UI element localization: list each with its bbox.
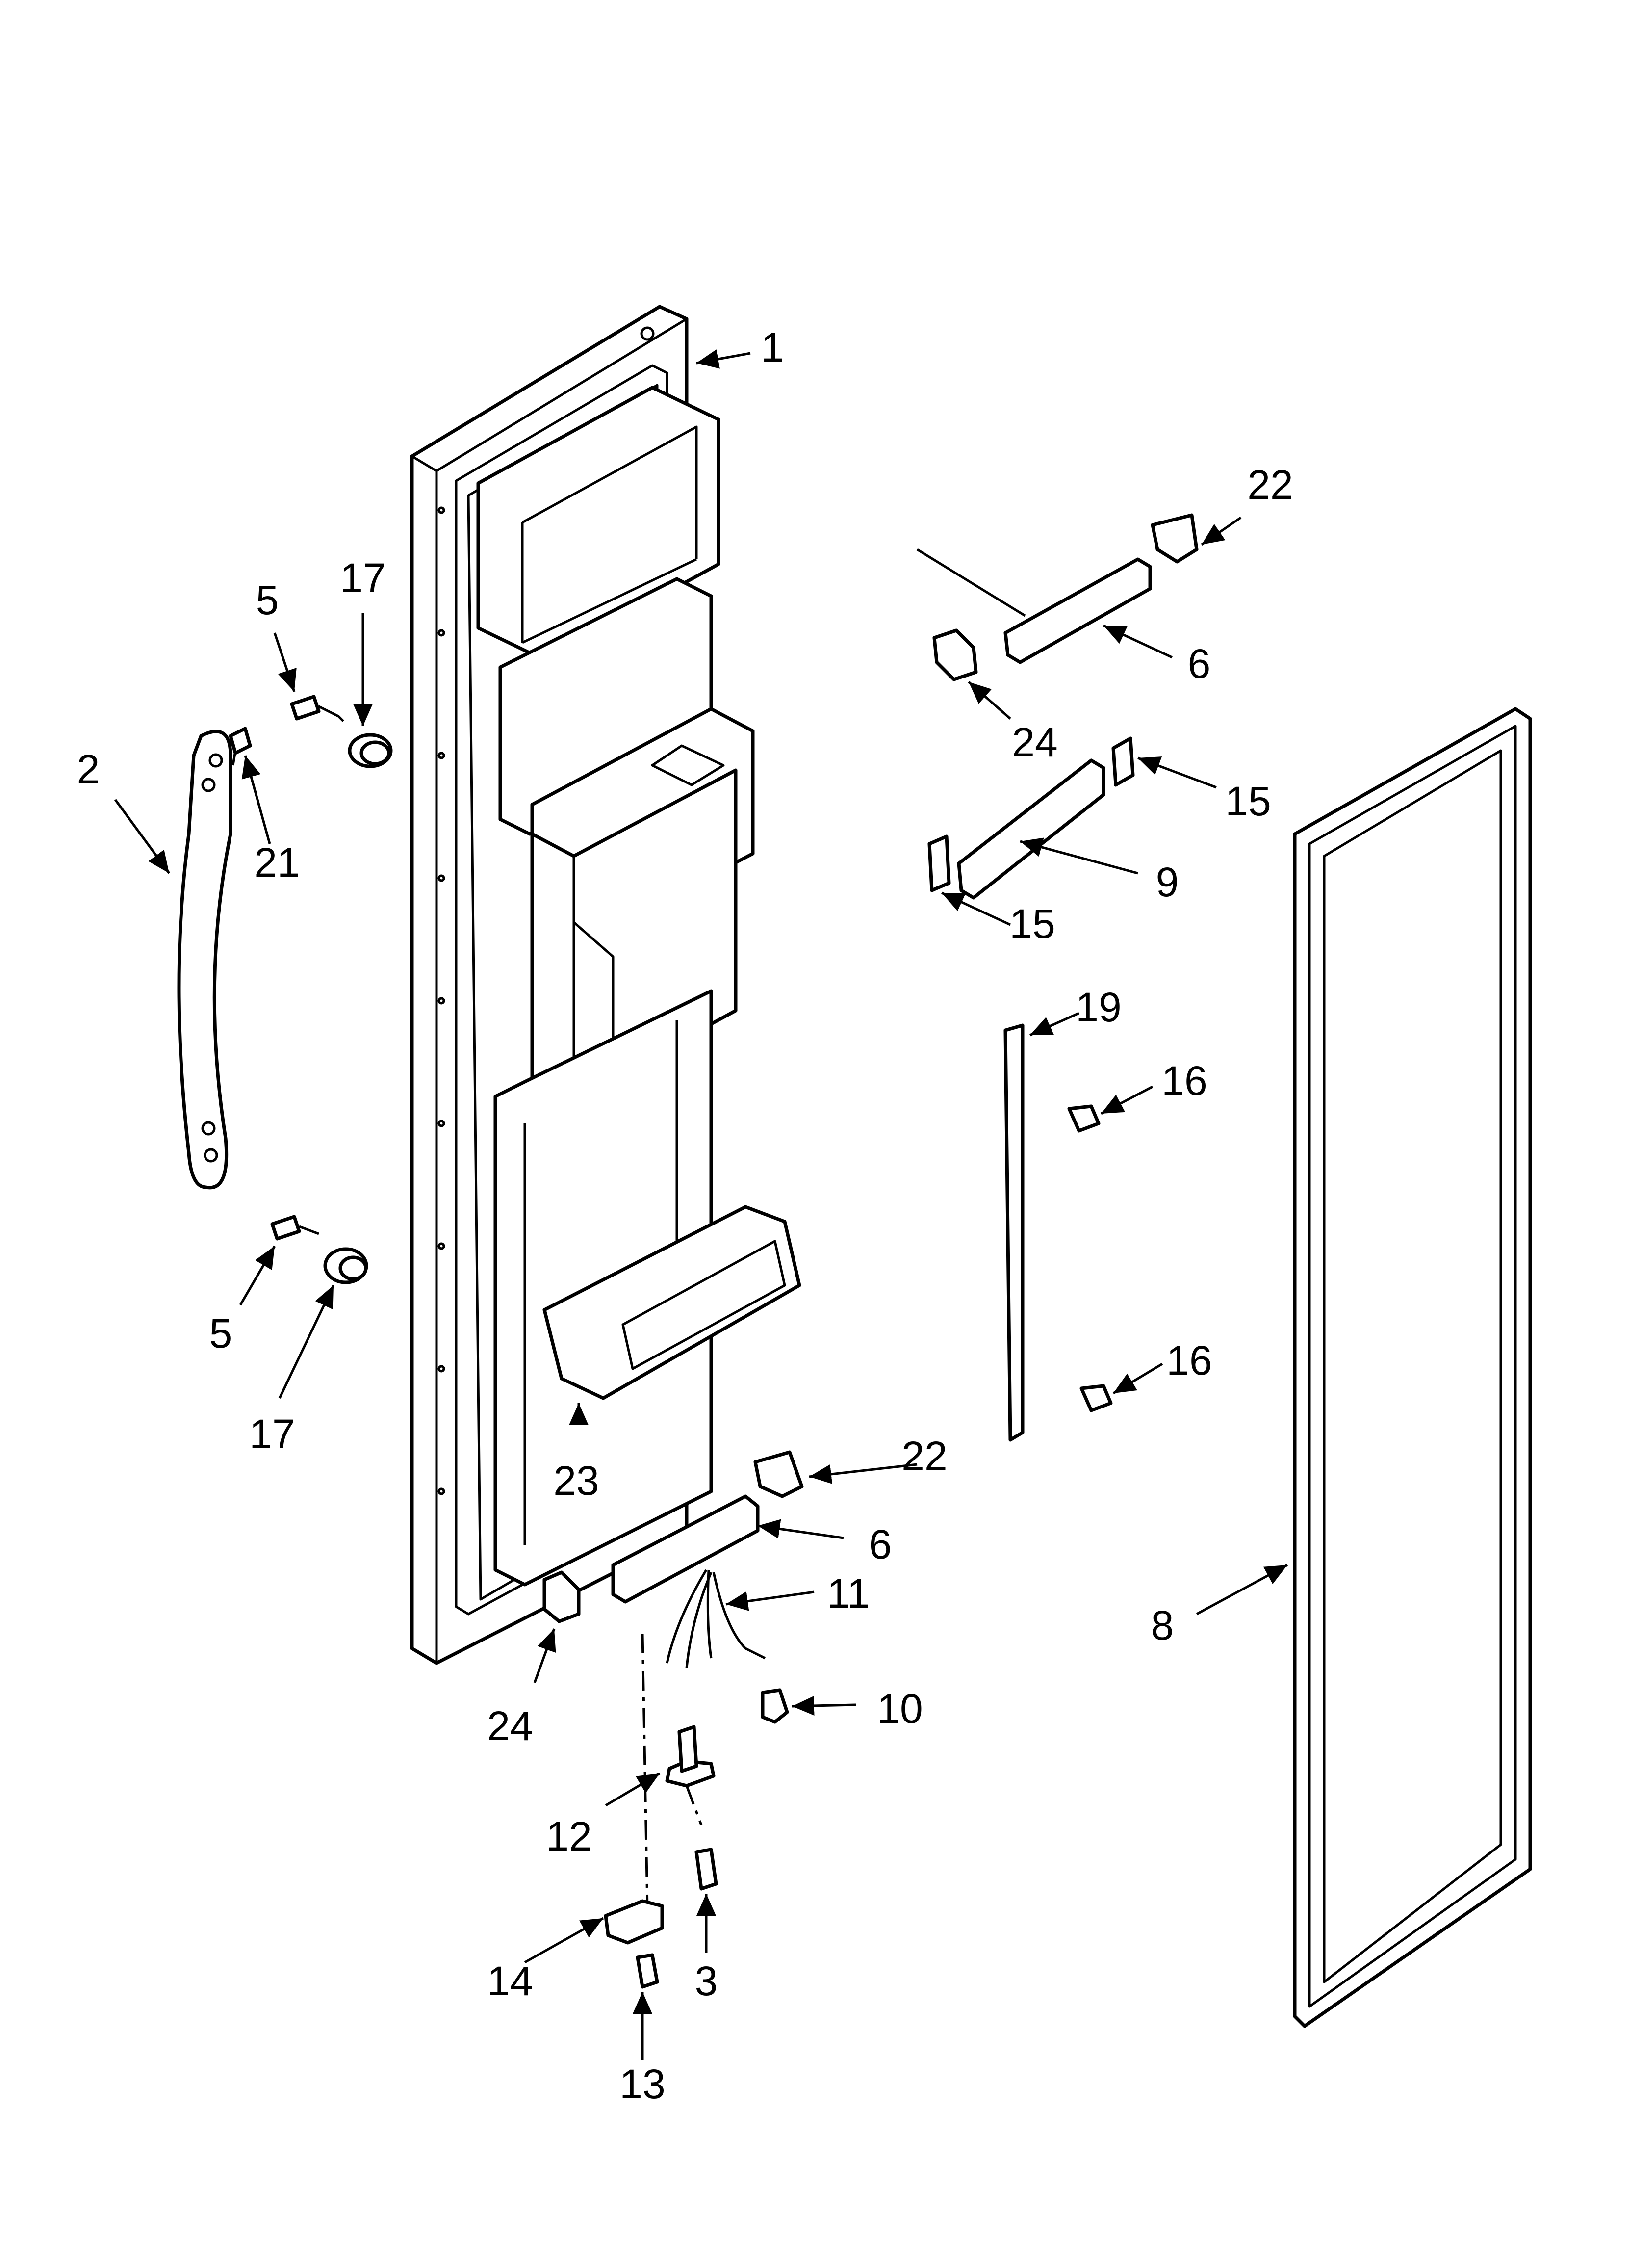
clip-24-lower — [542, 1570, 581, 1623]
screw-13 — [636, 1953, 659, 1989]
handle-screw-21 — [229, 727, 252, 766]
callout-2: 2 — [77, 746, 100, 792]
callout-1: 1 — [761, 324, 784, 370]
strip-19 — [1003, 1023, 1025, 1442]
handle-screw-upper — [290, 695, 344, 722]
handle-spacer-lower — [323, 1247, 368, 1284]
door-panel — [410, 305, 801, 1665]
callout-5-upper: 5 — [256, 577, 279, 623]
callout-10: 10 — [877, 1686, 923, 1732]
callout-22-lower: 22 — [901, 1433, 947, 1479]
handle-screw-lower — [270, 1215, 319, 1241]
callout-9: 9 — [1156, 859, 1179, 905]
callout-14: 14 — [487, 1958, 533, 2004]
clip-22-upper — [1151, 513, 1199, 564]
callout-17-lower: 17 — [249, 1411, 295, 1457]
rail-9 — [957, 758, 1105, 900]
callout-6-lower: 6 — [869, 1521, 892, 1567]
screw-3 — [694, 1848, 718, 1891]
callout-19: 19 — [1076, 984, 1121, 1030]
clip-22-lower — [753, 1450, 804, 1498]
callout-5-lower: 5 — [209, 1310, 232, 1356]
callout-15-lower: 15 — [1009, 901, 1055, 947]
callout-8: 8 — [1151, 1602, 1174, 1648]
wire-harness — [666, 1569, 766, 1668]
callout-13: 13 — [619, 2061, 665, 2107]
spacer-15-lower — [927, 834, 951, 892]
callout-6-upper: 6 — [1188, 641, 1211, 687]
callout-16-upper: 16 — [1161, 1058, 1207, 1104]
door-gasket — [1293, 707, 1532, 2028]
callout-15-upper: 15 — [1225, 778, 1271, 824]
channel-6-upper — [916, 548, 1152, 664]
callout-11: 11 — [827, 1570, 870, 1616]
callout-3: 3 — [695, 1958, 718, 2004]
handle-spacer-upper — [348, 733, 393, 768]
hinge-bracket-14 — [604, 1899, 664, 1945]
screw-16-lower — [1079, 1384, 1113, 1412]
callout-22-upper: 22 — [1247, 462, 1293, 508]
screw-10 — [761, 1688, 789, 1724]
leader-lines — [114, 349, 1288, 2060]
callout-21: 21 — [254, 839, 300, 886]
callout-16-lower: 16 — [1166, 1337, 1212, 1383]
callout-24-lower: 24 — [487, 1703, 533, 1749]
spacer-15-upper — [1111, 736, 1135, 787]
callout-17-upper: 17 — [340, 555, 385, 601]
clip-24-upper — [932, 628, 978, 681]
screw-16-upper — [1067, 1104, 1101, 1133]
callout-23: 23 — [553, 1458, 599, 1504]
hinge-pin-12 — [665, 1725, 716, 1825]
callout-24-upper: 24 — [1012, 719, 1057, 765]
door-handle — [177, 730, 232, 1190]
callout-12: 12 — [546, 1813, 591, 1859]
